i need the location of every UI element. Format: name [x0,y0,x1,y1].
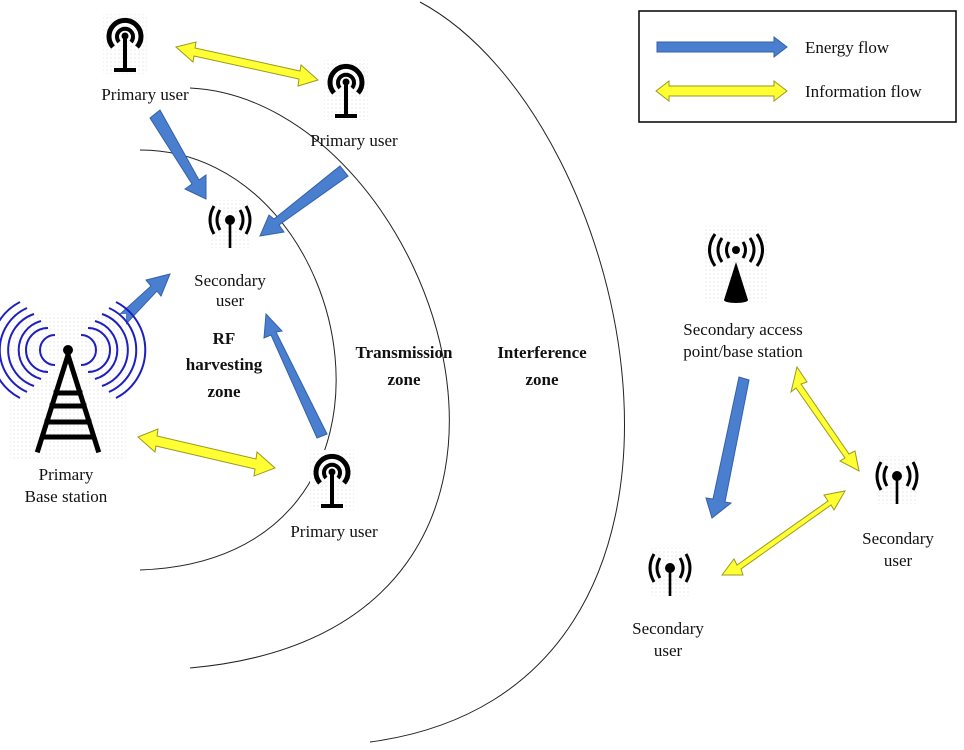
energy-flow-legend-label: Energy flow [805,38,890,57]
antenna-tower-icon [103,14,147,74]
antenna-icon [648,546,692,598]
antenna-tower-icon [310,450,354,510]
rf-zone-line2: harvesting [186,355,263,374]
secondary-user-center-label-line2: user [216,291,245,310]
rf-harvesting-zone-label: RF harvesting zone [186,329,263,401]
energy-arrow-bs-to-su [118,273,171,325]
transmission-zone-line2: zone [387,370,421,389]
info-arrow-bs-pu3 [137,428,276,477]
transmission-zone-label: Transmission zone [356,343,454,389]
wireless-access-point-icon [708,233,764,303]
energy-arrow-ap-to-su [705,376,750,519]
info-arrow-ap-su-right [790,365,860,472]
primary-user-top-mid: Primary user [310,60,398,150]
secondary-user-bottom-label-line1: Secondary [632,619,704,638]
secondary-user-center: Secondary user [194,198,266,310]
energy-flow-legend-arrow [656,35,788,59]
information-arrows [137,41,860,576]
secondary-user-bottom-label-line2: user [654,641,683,660]
primary-user-top-left: Primary user [101,14,189,104]
info-arrow-su-right-su-bottom [721,490,846,576]
secondary-user-right: Secondary user [862,454,934,570]
antenna-icon [875,454,919,506]
antenna-icon [208,198,252,250]
energy-arrows [118,109,750,519]
secondary-user-right-label-line2: user [884,551,913,570]
information-flow-legend-arrow [655,79,788,103]
primary-bs-label-line2: Base station [25,487,108,506]
secondary-access-point: Secondary access point/base station [683,226,803,361]
primary-bs-label-line1: Primary [39,465,94,484]
rf-harvesting-zone-arc [139,149,337,571]
primary-user-top-mid-label: Primary user [310,131,398,150]
primary-user-bottom-label: Primary user [290,522,378,541]
interference-zone-label: Interference zone [497,343,587,389]
rf-zone-line3: zone [207,382,241,401]
transmission-tower-icon [0,301,147,454]
energy-arrow-pu3-to-su [263,312,328,439]
info-arrow-pu1-pu2 [174,41,320,87]
primary-base-station: Primary Base station [0,301,147,506]
interference-zone-line2: zone [525,370,559,389]
interference-zone-arc [369,1,625,743]
secondary-ap-label-line2: point/base station [683,342,803,361]
energy-arrow-pu1-to-su [149,109,207,200]
secondary-ap-label-line1: Secondary access [683,320,802,339]
antenna-tower-icon [324,60,368,120]
primary-user-bottom: Primary user [290,450,378,541]
energy-arrow-pu2-to-su [259,165,349,237]
transmission-zone-arc [189,87,450,669]
interference-zone-line1: Interference [497,343,587,362]
legend: Energy flow Information flow [638,10,957,123]
primary-user-top-left-label: Primary user [101,85,189,104]
rf-zone-line1: RF [213,329,236,348]
secondary-user-center-label-line1: Secondary [194,271,266,290]
transmission-zone-line1: Transmission [356,343,454,362]
information-flow-legend-label: Information flow [805,82,922,101]
secondary-user-right-label-line1: Secondary [862,529,934,548]
secondary-user-bottom: Secondary user [632,546,704,660]
